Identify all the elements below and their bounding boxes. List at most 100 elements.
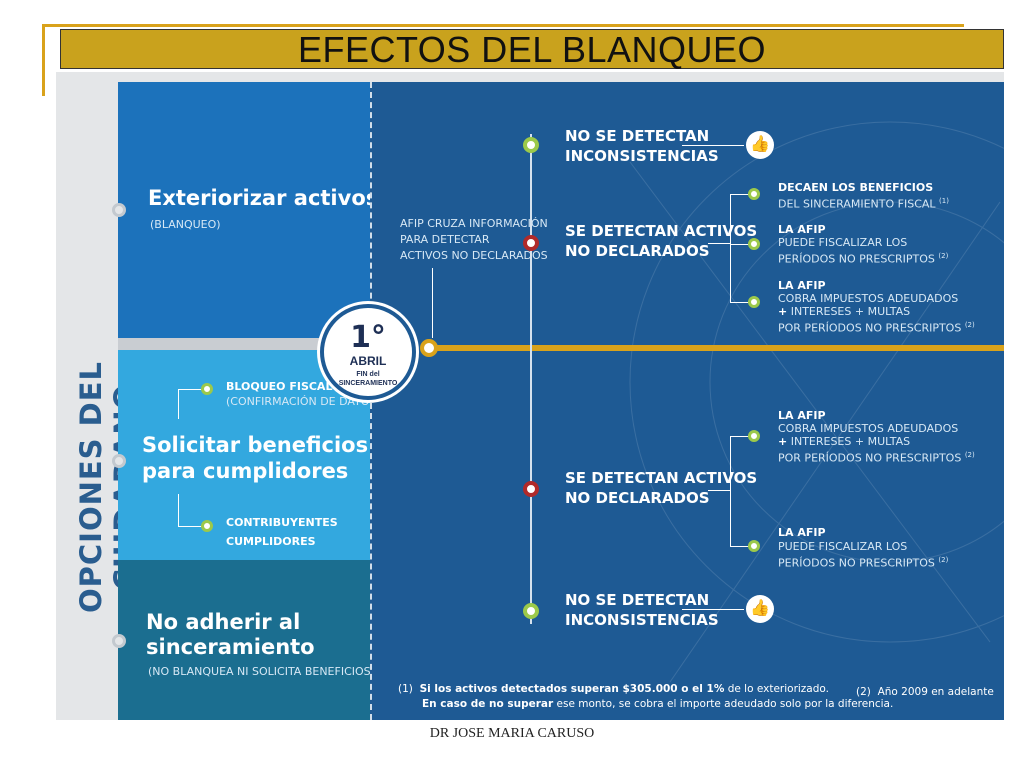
bracket-line (730, 436, 731, 546)
branch-dot (748, 430, 760, 442)
branch-dot (748, 188, 760, 200)
branch-dot (748, 296, 760, 308)
contribuyentes-label: CONTRIBUYENTES (226, 516, 338, 529)
afip-cruza-line3: ACTIVOS NO DECLARADOS (400, 249, 548, 262)
upper-r1-line1: DECAEN LOS BENEFICIOS (778, 181, 934, 194)
bloqueo-fiscal-sub: (CONFIRMACIÓN DE DATOS) (226, 395, 381, 408)
upper-r3-line1: LA AFIP (778, 279, 826, 292)
bracket-line (730, 302, 750, 303)
green-dot (523, 137, 539, 153)
footnote-ref: (1) (939, 197, 949, 205)
upper-no-detect-2: INCONSISTENCIAS (565, 147, 719, 165)
bracket-line (730, 194, 731, 302)
lower-r2-line1: LA AFIP (778, 526, 826, 539)
upper-r2-line3: PERÍODOS NO PRESCRIPTOS (2) (778, 249, 948, 267)
timeline-marker (420, 339, 438, 357)
note-2-text: Año 2009 en adelante (877, 686, 994, 698)
footnote-ref: (2) (938, 556, 949, 564)
decorative-top-line (42, 24, 964, 27)
option-solicitar-heading-1: Solicitar beneficios (142, 433, 369, 457)
lower-r1-line3: + INTERESES + MULTAS (778, 435, 910, 449)
branch-dot (201, 383, 213, 395)
red-dot (523, 235, 539, 251)
connector-line (708, 243, 730, 244)
lower-r2-line3: PERÍODOS NO PRESCRIPTOS (2) (778, 553, 948, 571)
footnote-ref: (2) (964, 321, 975, 329)
lower-r1-line1: LA AFIP (778, 409, 826, 422)
option-exteriorizar-heading: Exteriorizar activos (148, 186, 379, 210)
lower-no-detect-1: NO SE DETECTAN (565, 591, 710, 609)
upper-r2-text: PERÍODOS NO PRESCRIPTOS (778, 252, 935, 266)
gray-band (118, 338, 370, 350)
date-fin-line1: FIN del (356, 371, 380, 378)
thumbs-up-icon: 👍 (746, 595, 774, 623)
thumbs-up-icon: 👍 (746, 131, 774, 159)
footnote-ref: (2) (938, 252, 949, 260)
lower-r2-line2: PUEDE FISCALIZAR LOS (778, 540, 908, 553)
branch-dot (748, 540, 760, 552)
page-title: EFECTOS DEL BLANQUEO (297, 29, 767, 70)
option-no-adherir-sub: (NO BLANQUEA NI SOLICITA BENEFICIOS) (148, 665, 375, 678)
upper-r3-line4: POR PERÍODOS NO PRESCRIPTOS (2) (778, 318, 975, 336)
option-dot (112, 634, 126, 648)
lower-no-detect-2: INCONSISTENCIAS (565, 611, 719, 629)
bracket-line (730, 194, 750, 195)
option-exteriorizar-panel (118, 82, 370, 338)
date-day: 1° (350, 320, 386, 355)
branch-line (178, 526, 202, 527)
plus-sign: + (778, 305, 788, 318)
option-dot (112, 454, 126, 468)
note-1-bold: Si los activos detectados superan $305.0… (419, 683, 725, 695)
upper-r1-line2: DEL SINCERAMIENTO FISCAL (1) (778, 194, 949, 212)
bracket-line (730, 244, 750, 245)
cumplidores-label: CUMPLIDORES (226, 535, 316, 548)
option-no-adherir-panel (118, 560, 370, 720)
upper-detect-2: NO DECLARADOS (565, 242, 710, 260)
branch-line (178, 389, 179, 419)
branch-line (178, 389, 202, 390)
flow-line (530, 134, 532, 624)
note-1-number: (1) (398, 683, 413, 695)
footnote-ref: (2) (964, 451, 975, 459)
upper-r3-line3: + INTERESES + MULTAS (778, 305, 910, 319)
lower-r2-text: PERÍODOS NO PRESCRIPTOS (778, 556, 935, 570)
upper-r3-text: POR PERÍODOS NO PRESCRIPTOS (778, 321, 962, 335)
upper-r3-line2: COBRA IMPUESTOS ADEUDADOS (778, 292, 959, 305)
upper-detect-1: SE DETECTAN ACTIVOS (565, 222, 758, 240)
option-solicitar-heading-2: para cumplidores (142, 459, 349, 483)
note-1: (1) Si los activos detectados superan $3… (398, 682, 829, 696)
lower-detect-1: SE DETECTAN ACTIVOS (565, 469, 758, 487)
branch-line (178, 494, 179, 526)
option-exteriorizar-sub: (BLANQUEO) (150, 218, 221, 231)
afip-cruza-line2: PARA DETECTAR (400, 233, 490, 246)
note-1-rest: de lo exteriorizado. (724, 683, 829, 695)
bloqueo-fiscal-label: BLOQUEO FISCAL (226, 380, 333, 393)
date-badge: 1° ABRIL FIN del SINCERAMIENTO (320, 304, 416, 400)
option-no-adherir-heading-2: sinceramiento (146, 635, 315, 659)
date-month: ABRIL (349, 354, 387, 368)
red-dot (523, 481, 539, 497)
plus-sign: + (778, 435, 788, 448)
lower-detect-2: NO DECLARADOS (565, 489, 710, 507)
note-2-number: (2) (856, 686, 871, 698)
pointer-line (432, 268, 433, 338)
lower-r1-text: POR PERÍODOS NO PRESCRIPTOS (778, 451, 962, 465)
upper-r3-text: INTERESES + MULTAS (790, 305, 911, 318)
upper-no-detect-1: NO SE DETECTAN (565, 127, 710, 145)
footer-author: DR JOSE MARIA CARUSO (429, 726, 595, 741)
option-dot (112, 203, 126, 217)
upper-r1-text: DEL SINCERAMIENTO FISCAL (778, 197, 936, 211)
afip-cruza-line1: AFIP CRUZA INFORMACIÓN (400, 217, 548, 230)
lower-r1-line2: COBRA IMPUESTOS ADEUDADOS (778, 422, 959, 435)
connector-line (708, 490, 730, 491)
date-fin-line2: SINCERAMIENTO (338, 380, 398, 387)
bracket-line (730, 436, 750, 437)
lower-r1-line4: POR PERÍODOS NO PRESCRIPTOS (2) (778, 448, 975, 466)
green-dot (523, 603, 539, 619)
upper-r2-line2: PUEDE FISCALIZAR LOS (778, 236, 908, 249)
vertical-label: OPCIONES DEL CIUDADANO (74, 360, 142, 614)
note-2: (2) Año 2009 en adelante (856, 685, 994, 699)
connector-line (682, 145, 744, 146)
note-1b-bold: En caso de no superar (422, 698, 554, 710)
option-no-adherir-heading-1: No adherir al (146, 610, 301, 634)
